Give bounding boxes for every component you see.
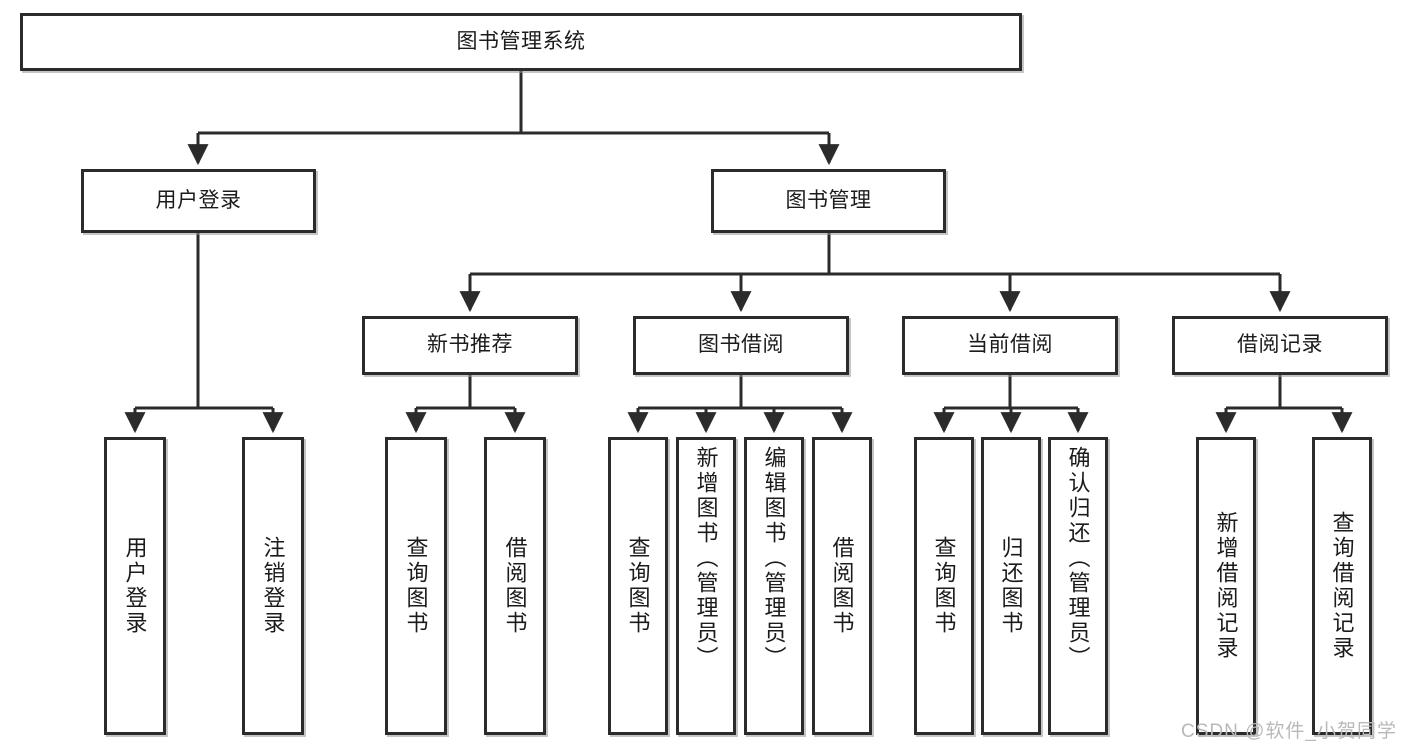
node-leaf-confirm-return-admin-label: 确认归还（管理员） <box>1065 446 1091 671</box>
node-current-borrow-label: 当前借阅 <box>967 333 1053 357</box>
node-leaf-logout[interactable]: 注销登录 <box>242 437 304 735</box>
node-current-borrow[interactable]: 当前借阅 <box>902 316 1118 375</box>
node-book-borrow-label: 图书借阅 <box>698 333 784 357</box>
node-leaf-add-book-admin[interactable]: 新增图书（管理员） <box>676 437 736 735</box>
node-borrow-record[interactable]: 借阅记录 <box>1172 316 1388 375</box>
node-leaf-return-book-label: 归还图书 <box>998 536 1024 636</box>
node-leaf-user-login[interactable]: 用户登录 <box>104 437 166 735</box>
node-leaf-query-book-current[interactable]: 查询图书 <box>914 437 974 735</box>
node-leaf-edit-book-admin-label: 编辑图书（管理员） <box>761 446 787 671</box>
node-root[interactable]: 图书管理系统 <box>20 13 1022 71</box>
node-leaf-query-book-borrow[interactable]: 查询图书 <box>608 437 668 735</box>
node-borrow-record-label: 借阅记录 <box>1237 333 1323 357</box>
node-book-manage-label: 图书管理 <box>785 188 872 212</box>
node-leaf-logout-label: 注销登录 <box>260 536 286 636</box>
node-user-login-label: 用户登录 <box>155 188 242 212</box>
node-leaf-query-book-new-label: 查询图书 <box>403 536 429 636</box>
node-book-manage[interactable]: 图书管理 <box>711 169 946 233</box>
node-leaf-return-book[interactable]: 归还图书 <box>981 437 1041 735</box>
node-leaf-borrow-book[interactable]: 借阅图书 <box>812 437 872 735</box>
node-leaf-query-borrow-record-label: 查询借阅记录 <box>1329 511 1355 661</box>
node-leaf-query-book-new[interactable]: 查询图书 <box>385 437 447 735</box>
node-book-borrow[interactable]: 图书借阅 <box>633 316 849 375</box>
node-new-book-recommend[interactable]: 新书推荐 <box>362 316 578 375</box>
node-leaf-add-borrow-record-label: 新增借阅记录 <box>1213 511 1239 661</box>
node-leaf-user-login-label: 用户登录 <box>122 536 148 636</box>
node-leaf-borrow-book-new-label: 借阅图书 <box>502 536 528 636</box>
node-leaf-edit-book-admin[interactable]: 编辑图书（管理员） <box>744 437 804 735</box>
node-leaf-confirm-return-admin[interactable]: 确认归还（管理员） <box>1048 437 1108 735</box>
node-new-book-recommend-label: 新书推荐 <box>427 333 513 357</box>
node-leaf-add-borrow-record[interactable]: 新增借阅记录 <box>1196 437 1256 735</box>
node-leaf-borrow-book-new[interactable]: 借阅图书 <box>484 437 546 735</box>
node-leaf-query-borrow-record[interactable]: 查询借阅记录 <box>1312 437 1372 735</box>
node-leaf-query-book-current-label: 查询图书 <box>931 536 957 636</box>
node-leaf-add-book-admin-label: 新增图书（管理员） <box>693 446 719 671</box>
node-leaf-query-book-borrow-label: 查询图书 <box>625 536 651 636</box>
node-root-label: 图书管理系统 <box>456 29 586 53</box>
node-leaf-borrow-book-label: 借阅图书 <box>829 536 855 636</box>
node-user-login[interactable]: 用户登录 <box>81 169 316 233</box>
